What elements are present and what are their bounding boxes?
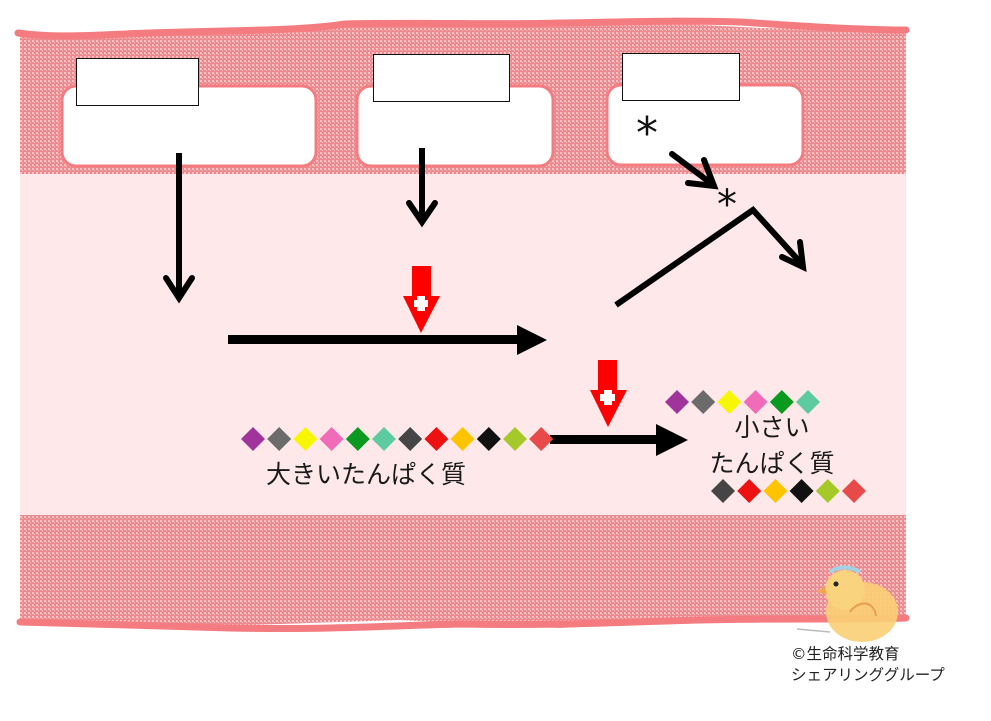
enzyme-marker-lower — [590, 360, 627, 427]
amino-acid-bead — [796, 390, 820, 414]
amino-acid-bead — [717, 390, 742, 414]
chick-mascot — [796, 565, 898, 642]
arrow-diagonal-asterisk — [669, 151, 719, 190]
amino-acid-bead — [424, 427, 449, 451]
amino-acid-bead — [711, 479, 735, 503]
amino-acid-bead — [763, 479, 788, 503]
amino-acid-bead — [450, 427, 475, 451]
amino-acid-bead — [476, 427, 501, 451]
amino-acid-bead — [665, 390, 689, 414]
asterisk-icon: * — [636, 108, 658, 159]
bottom-membrane-edge — [16, 614, 910, 633]
amino-acid-bead — [815, 479, 840, 503]
bottom-membrane — [20, 515, 906, 628]
arrow-bent-right — [614, 206, 807, 308]
small-protein-beads-bottom — [711, 479, 866, 503]
amino-acid-bead — [319, 427, 344, 451]
amino-acid-bead — [267, 427, 292, 451]
enzyme-marker-upper — [403, 266, 440, 333]
large-protein-beads — [241, 427, 554, 451]
small-protein-label-line2: たんぱく質 — [709, 449, 835, 478]
title-box-left[interactable] — [76, 58, 199, 106]
small-protein-label: 小さい たんぱく質 — [692, 410, 852, 482]
small-protein-label-line1: 小さい — [734, 413, 810, 442]
large-protein-label: 大きいたんぱく質 — [266, 460, 467, 489]
arrow-right-upper — [228, 325, 547, 355]
amino-acid-bead — [241, 427, 265, 451]
small-protein-beads-top — [665, 390, 820, 414]
top-membrane-edge — [14, 17, 910, 40]
amino-acid-bead — [398, 427, 423, 451]
credit-line2: シェアリンググループ — [791, 666, 945, 684]
arrow-right-lower — [550, 424, 688, 456]
amino-acid-bead — [743, 390, 768, 414]
amino-acid-bead — [503, 427, 527, 451]
amino-acid-bead — [789, 479, 814, 503]
amino-acid-bead — [345, 427, 370, 451]
title-box-right[interactable] — [622, 53, 740, 101]
asterisk-icon: * — [717, 182, 737, 228]
amino-acid-bead — [691, 390, 716, 414]
arrow-down-middle — [406, 148, 438, 228]
amino-acid-bead — [769, 390, 794, 414]
amino-acid-bead — [372, 427, 396, 451]
copyright-credit: ©生命科学教育 シェアリンググループ — [791, 644, 945, 686]
amino-acid-bead — [737, 479, 762, 503]
credit-line1: ©生命科学教育 — [791, 645, 900, 663]
amino-acid-bead — [293, 427, 318, 451]
title-box-middle[interactable] — [373, 54, 510, 102]
amino-acid-bead — [529, 427, 554, 451]
arrow-down-left — [163, 153, 195, 304]
amino-acid-bead — [842, 479, 866, 503]
lumen-band — [20, 172, 906, 517]
